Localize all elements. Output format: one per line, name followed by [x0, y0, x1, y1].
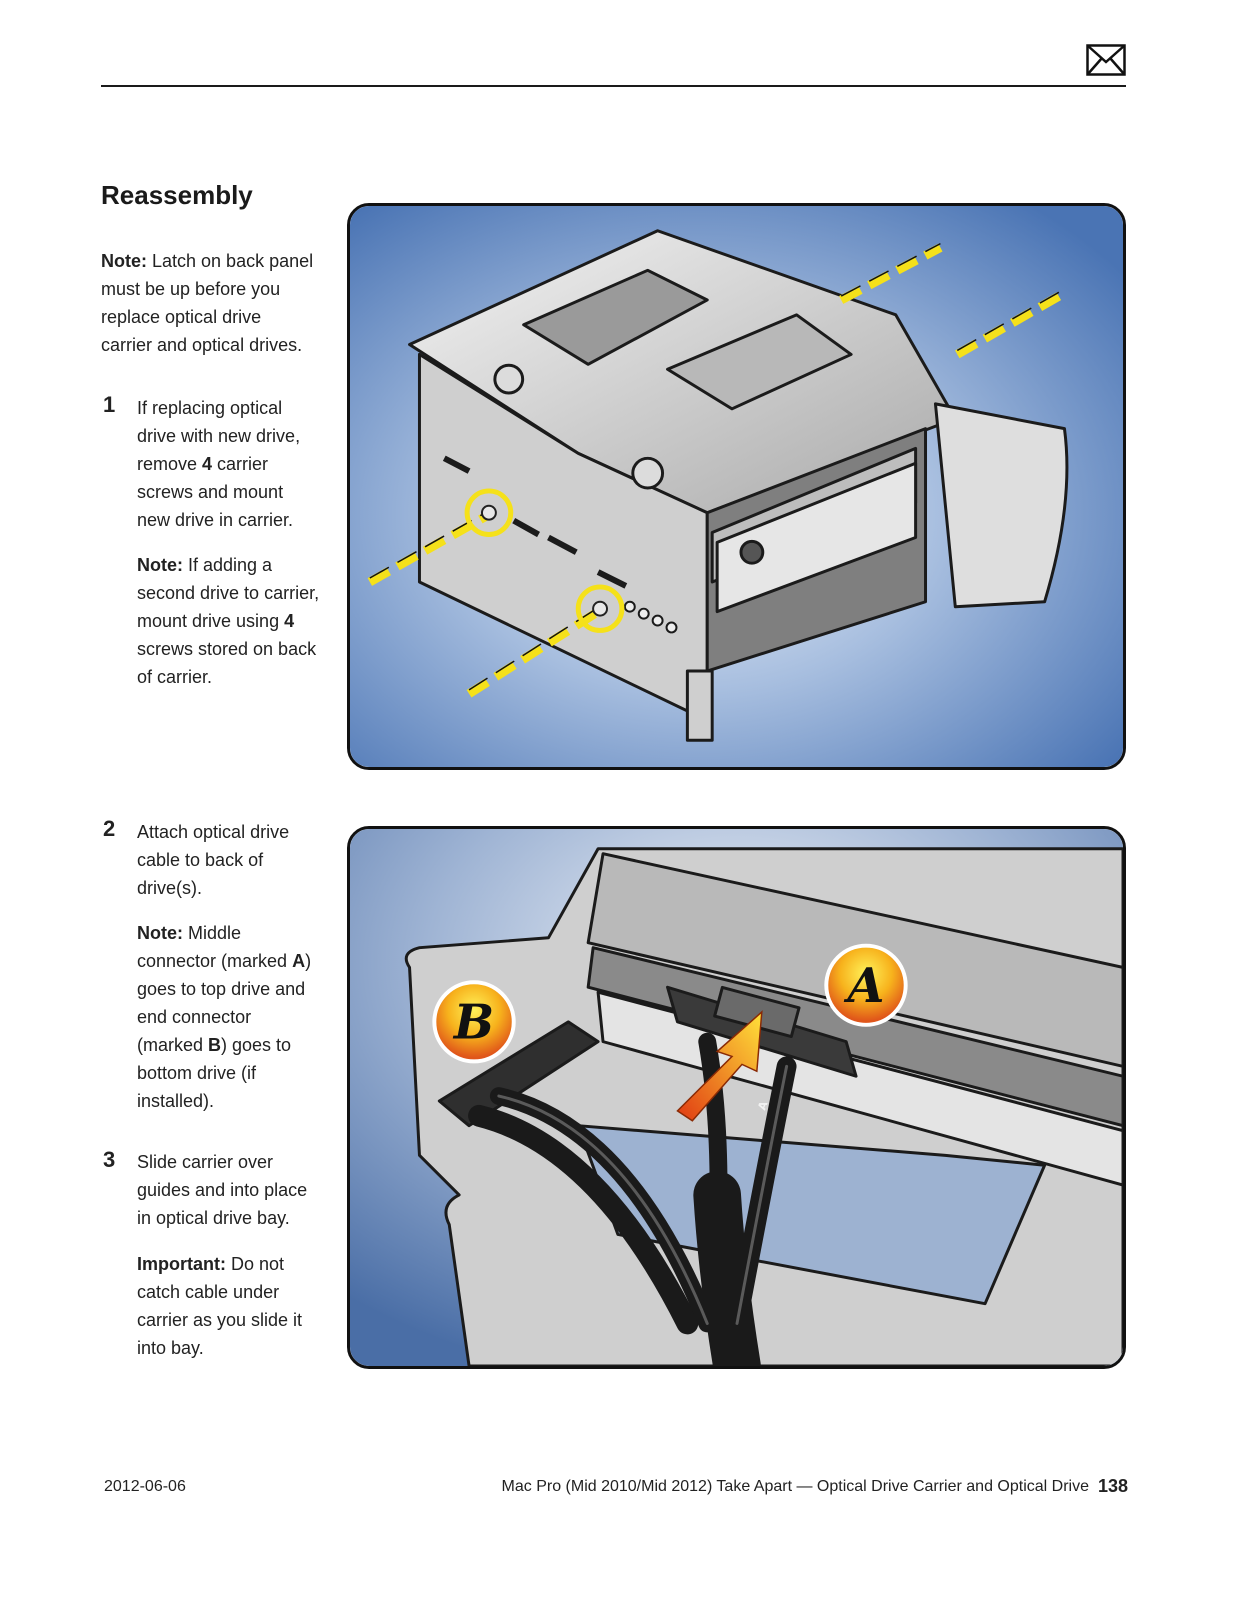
step-3-number: 3: [103, 1147, 116, 1172]
cable-illustration: A B A: [347, 826, 1126, 1369]
intro-note: Note: Latch on back panel must be up bef…: [101, 247, 316, 359]
label-a: A: [844, 958, 885, 1014]
step-2-number: 2: [103, 816, 116, 841]
mail-icon[interactable]: [1086, 44, 1126, 76]
section-title: Reassembly: [101, 180, 253, 210]
footer-date: 2012-06-06: [104, 1478, 186, 1495]
step-2-text: Attach optical drive cable to back of dr…: [137, 822, 290, 898]
note-label: Note:: [101, 251, 147, 271]
carrier-illustration: [347, 203, 1126, 770]
step-1-number: 1: [103, 392, 116, 417]
step-3-note: Important: Do not catch cable under carr…: [137, 1254, 303, 1358]
label-b: B: [452, 995, 494, 1051]
header-rule: [101, 85, 1126, 87]
step-1-text: If replacing optical drive with new driv…: [137, 398, 301, 530]
footer-title: Mac Pro (Mid 2010/Mid 2012) Take Apart —…: [501, 1478, 1089, 1495]
step-1-note: Note: If adding a second drive to carrie…: [137, 555, 320, 687]
page-number: 138: [1098, 1476, 1129, 1496]
step-3-text: Slide carrier over guides and into place…: [137, 1152, 308, 1228]
step-2-note: Note: Middle connector (marked A) goes t…: [137, 923, 312, 1111]
note-text: Latch on back panel must be up before yo…: [101, 251, 314, 355]
